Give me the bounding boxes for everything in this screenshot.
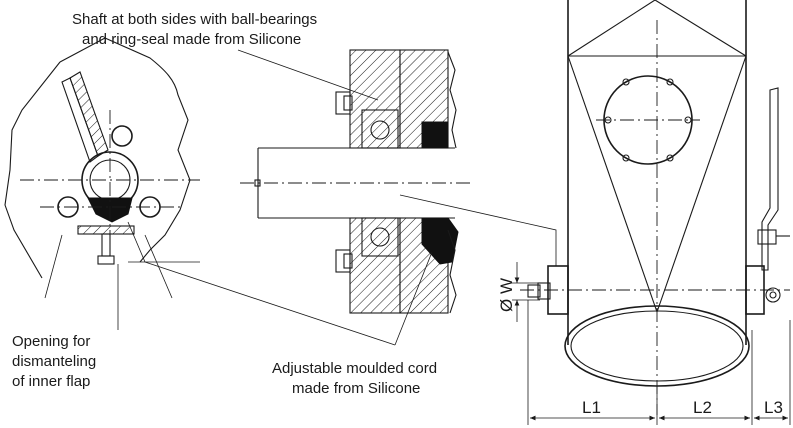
cord-label-line1: Adjustable moulded cord: [272, 360, 437, 377]
moulded-cord: [421, 217, 459, 265]
left-detail-view: [4, 37, 200, 299]
bolt-top: [111, 125, 133, 147]
right-main-view: [512, 0, 791, 425]
shaft-section-view: [240, 49, 470, 314]
leader-lines: [117, 49, 557, 346]
cord-label-line2: made from Silicone: [292, 380, 420, 397]
right-flange: [745, 265, 765, 315]
lever-arm: [761, 87, 779, 271]
dim-l2: L2: [693, 398, 712, 417]
diameter-label: Ø W: [497, 278, 516, 312]
shaft-label-line1: Shaft at both sides with ball-bearings: [72, 11, 317, 28]
flap-arm: [69, 71, 109, 157]
left-flange: [547, 265, 569, 315]
dim-l3: L3: [764, 398, 783, 417]
shaft-label-line2: and ring-seal made from Silicone: [82, 31, 301, 48]
dim-l1: L1: [582, 398, 601, 417]
opening-label-line1: Opening for: [12, 333, 90, 350]
opening-label-line3: of inner flap: [12, 373, 90, 390]
opening-label-line2: dismanteling: [12, 353, 96, 370]
